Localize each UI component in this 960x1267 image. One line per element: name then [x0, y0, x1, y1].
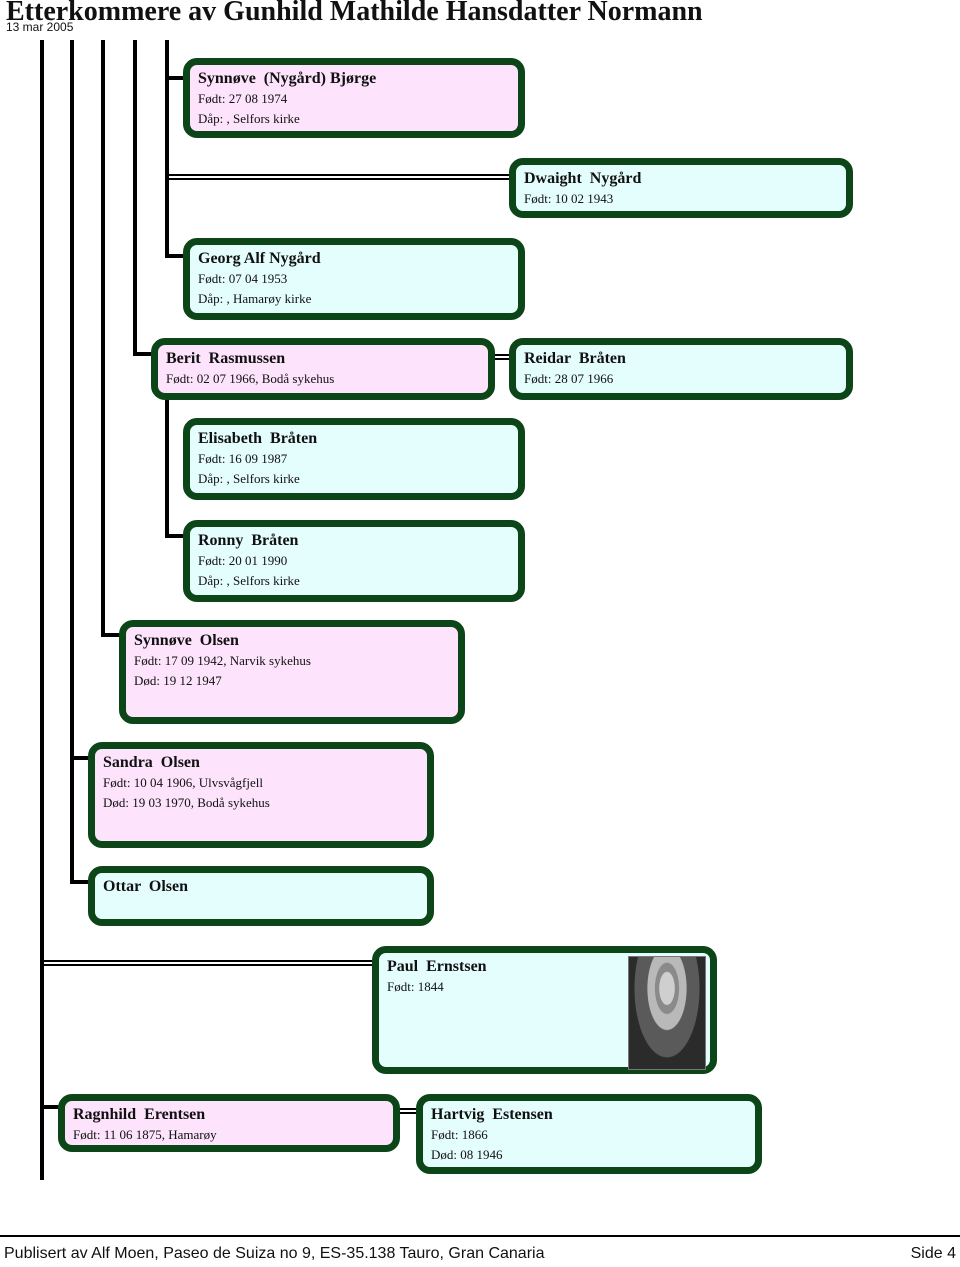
person-name: Hartvig Estensen [431, 1106, 553, 1123]
person-name: Paul Ernstsen [387, 958, 487, 975]
person-birth: Født: 17 09 1942, Narvik sykehus [134, 653, 311, 668]
tree-line [165, 534, 185, 538]
print-date: 13 mar 2005 [6, 20, 74, 34]
tree-line [101, 633, 123, 637]
person-birth: Født: 16 09 1987 [198, 451, 288, 466]
tree-line [165, 76, 185, 80]
tree-line [70, 880, 92, 884]
person-card[interactable]: Elisabeth Bråten Født: 16 09 1987 Dåp: ,… [183, 418, 525, 500]
person-death: Død: 08 1946 [431, 1147, 503, 1162]
person-birth: Født: 11 06 1875, Hamarøy [73, 1127, 217, 1142]
tree-line [70, 756, 92, 760]
person-birth: Født: 20 01 1990 [198, 553, 288, 568]
tree-line [101, 40, 105, 636]
person-name: Berit Rasmussen [166, 350, 286, 367]
publisher-text: Publisert av Alf Moen, Paseo de Suiza no… [4, 1245, 545, 1262]
person-birth: Født: 02 07 1966, Bodå sykehus [166, 371, 335, 386]
marriage-line [494, 354, 512, 360]
person-name: Sandra Olsen [103, 754, 200, 771]
person-baptism: Dåp: , Selfors kirke [198, 471, 300, 486]
tree-line [40, 1105, 62, 1109]
page-title: Etterkommere av Gunhild Mathilde Hansdat… [6, 0, 703, 27]
person-name: Synnøve Olsen [134, 632, 239, 649]
tree-line [133, 40, 137, 355]
person-name: Ottar Olsen [103, 878, 189, 895]
person-card[interactable]: Hartvig Estensen Født: 1866 Død: 08 1946 [416, 1094, 762, 1174]
marriage-line [40, 960, 376, 966]
person-card[interactable]: Sandra Olsen Født: 10 04 1906, Ulvsvågfj… [88, 742, 434, 848]
person-name: Reidar Bråten [524, 350, 626, 367]
person-birth: Født: 10 02 1943 [524, 191, 614, 206]
person-birth: Født: 07 04 1953 [198, 271, 288, 286]
person-card[interactable]: Ronny Bråten Født: 20 01 1990 Dåp: , Sel… [183, 520, 525, 602]
marriage-line [398, 1108, 420, 1114]
person-card[interactable]: Ragnhild Erentsen Født: 11 06 1875, Hama… [58, 1094, 400, 1152]
tree-line [70, 40, 74, 882]
person-card[interactable]: Synnøve (Nygård) Bjørge Født: 27 08 1974… [183, 58, 525, 138]
person-name: Synnøve (Nygård) Bjørge [198, 70, 377, 87]
person-death: Død: 19 12 1947 [134, 673, 222, 688]
person-birth: Født: 28 07 1966 [524, 371, 614, 386]
portrait-photo [628, 956, 706, 1070]
person-card[interactable]: Georg Alf Nygård Født: 07 04 1953 Dåp: ,… [183, 238, 525, 320]
person-birth: Født: 1844 [387, 979, 444, 994]
person-card[interactable]: Dwaight Nygård Født: 10 02 1943 [509, 158, 853, 218]
tree-line [40, 40, 44, 1180]
person-death: Død: 19 03 1970, Bodå sykehus [103, 795, 270, 810]
tree-line [133, 352, 155, 356]
person-birth: Født: 1866 [431, 1127, 488, 1142]
person-name: Ragnhild Erentsen [73, 1106, 206, 1123]
person-card[interactable]: Reidar Bråten Født: 28 07 1966 [509, 338, 853, 400]
page-number: Side 4 [910, 1245, 956, 1262]
person-card[interactable]: Synnøve Olsen Født: 17 09 1942, Narvik s… [119, 620, 465, 724]
person-baptism: Dåp: , Hamarøy kirke [198, 291, 312, 306]
person-name: Elisabeth Bråten [198, 430, 318, 447]
person-card[interactable]: Berit Rasmussen Født: 02 07 1966, Bodå s… [151, 338, 495, 400]
page-footer: Publisert av Alf Moen, Paseo de Suiza no… [0, 1235, 960, 1267]
person-name: Ronny Bråten [198, 532, 299, 549]
person-card[interactable]: Ottar Olsen [88, 866, 434, 926]
marriage-line [165, 174, 511, 180]
person-birth: Født: 10 04 1906, Ulvsvågfjell [103, 775, 263, 790]
person-name: Dwaight Nygård [524, 170, 642, 187]
person-birth: Født: 27 08 1974 [198, 91, 288, 106]
person-baptism: Dåp: , Selfors kirke [198, 573, 300, 588]
tree-line [165, 400, 169, 538]
tree-line [165, 254, 185, 258]
tree-line [165, 40, 169, 255]
person-baptism: Dåp: , Selfors kirke [198, 111, 300, 126]
person-name: Georg Alf Nygård [198, 250, 321, 267]
